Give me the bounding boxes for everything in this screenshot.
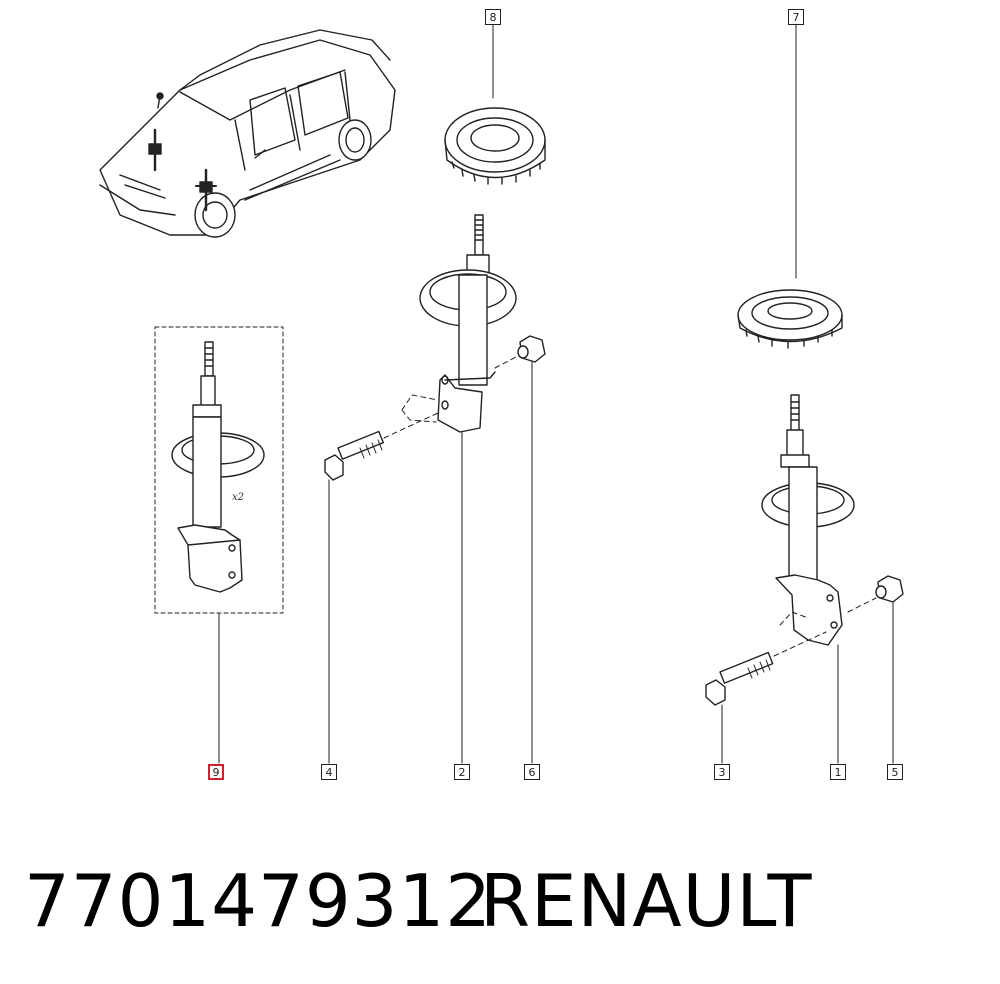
part-8-strut-mount: [444, 24, 546, 185]
callout-8: 8: [485, 9, 501, 25]
part-9-strut-kit: [154, 326, 284, 764]
callout-5: 5: [887, 764, 903, 780]
callout-3: 3: [714, 764, 730, 780]
part-7-strut-mount: [737, 24, 843, 349]
part-4-bolt: [324, 411, 441, 764]
car-illustration: [99, 29, 396, 238]
part-6-nut: [494, 335, 546, 764]
part-3-bolt: [705, 631, 827, 764]
brand-name: RENAULT: [480, 859, 813, 943]
callout-4: 4: [321, 764, 337, 780]
callout-2: 2: [454, 764, 470, 780]
part-2-shock-absorber: [401, 214, 517, 764]
part-number: 7701479312: [24, 859, 493, 943]
callout-6: 6: [524, 764, 540, 780]
part-5-nut: [847, 575, 904, 764]
quantity-note: x2: [232, 492, 245, 503]
callout-1: 1: [830, 764, 846, 780]
part-1-shock-absorber: [761, 394, 855, 764]
callout-7: 7: [788, 9, 804, 25]
callout-9: 9: [208, 764, 224, 780]
